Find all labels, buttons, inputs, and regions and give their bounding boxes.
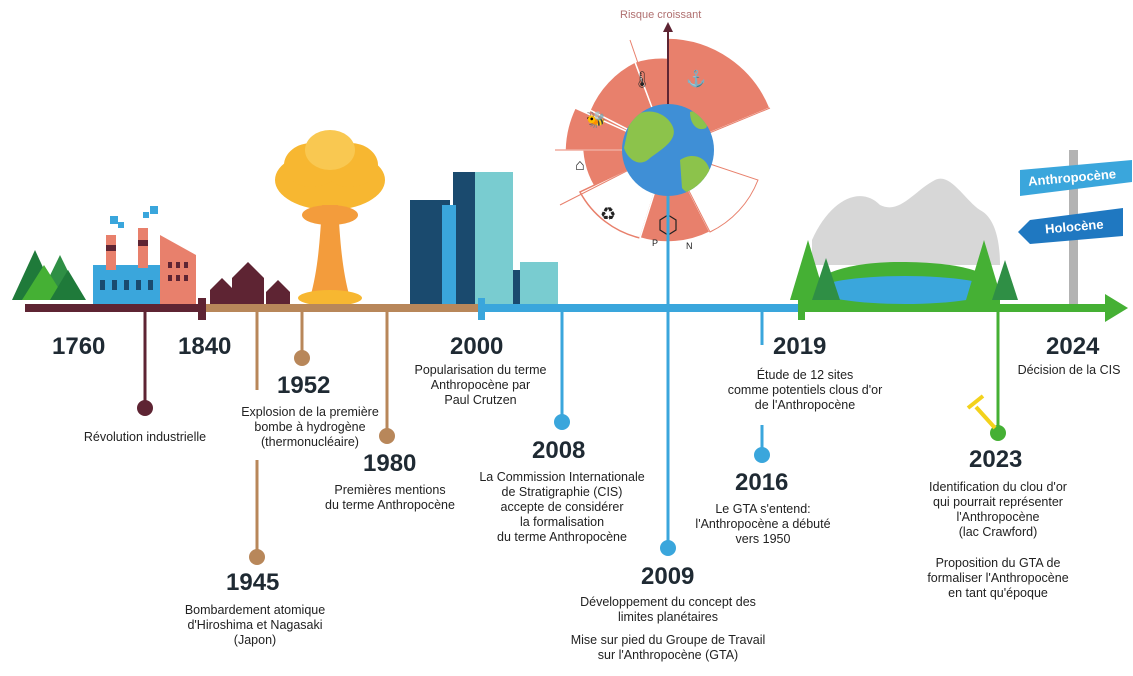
- year-2008: 2008: [532, 437, 586, 464]
- signpost: [1018, 150, 1132, 308]
- factory: [93, 206, 196, 305]
- ocean-icon: ⚓: [686, 69, 706, 88]
- year-1945: 1945: [226, 569, 280, 596]
- caption-2024: Décision de la CIS: [1017, 363, 1121, 377]
- year-1980: 1980: [363, 450, 417, 477]
- svg-text:N: N: [686, 241, 693, 251]
- city: [410, 172, 558, 305]
- anthropocene-sign: [1020, 160, 1132, 196]
- caption-2023: Identification du clou d'or qui pourrait…: [929, 480, 1067, 539]
- timeline-axis: [25, 294, 1128, 322]
- water-cycle-icon: ♻: [600, 204, 616, 224]
- stump-icon: ⌂: [575, 157, 585, 174]
- marker-dot-1760: [137, 400, 153, 416]
- houses: [210, 262, 290, 305]
- caption-2008: La Commission Internationale de Stratigr…: [479, 470, 645, 544]
- lake-scene: [805, 262, 1000, 305]
- year-1952: 1952: [277, 372, 331, 399]
- risk-wedge: [639, 148, 712, 243]
- marker-dot-2023: [990, 425, 1006, 441]
- caption-2009-b: Mise sur pied du Groupe de Travail sur l…: [570, 633, 766, 662]
- caption-2019: Étude de 12 sites comme potentiels clous…: [727, 368, 883, 412]
- marker-dot-1980: [379, 428, 395, 444]
- thermometer-icon: 🌡: [632, 71, 652, 89]
- caption-1760: Révolution industrielle: [83, 430, 207, 444]
- year-2019: 2019: [773, 333, 827, 360]
- marker-dot-2008: [554, 414, 570, 430]
- svg-text:P: P: [652, 238, 658, 248]
- caption-1952: Explosion de la première bombe à hydrogè…: [241, 405, 379, 449]
- year-2009: 2009: [641, 563, 695, 590]
- holocene-sign: [1018, 208, 1123, 244]
- planetary-boundaries-diagram: 🌡 🐝 ⚓ ⌂ ♻ P N: [555, 22, 771, 251]
- caption-2000: Popularisation du terme Anthropocène par…: [414, 363, 547, 407]
- year-1840: 1840: [178, 333, 232, 360]
- marker-dot-1952: [294, 350, 310, 366]
- risk-arrow-head: [663, 22, 673, 32]
- forest-left: [12, 250, 86, 300]
- caption-1980: Premières mentions du terme Anthropocène: [325, 483, 455, 512]
- risk-label: Risque croissant: [620, 9, 702, 21]
- golden-spike-icon: [966, 394, 997, 430]
- year-1760: 1760: [52, 333, 106, 360]
- trees-right: [790, 240, 1018, 300]
- caption-2016: Le GTA s'entend: l'Anthropocène a débuté…: [695, 502, 831, 546]
- year-2024: 2024: [1046, 333, 1100, 360]
- caption-2009: Développement du concept des limites pla…: [580, 595, 756, 624]
- year-2023: 2023: [969, 446, 1023, 473]
- marker-dot-1945: [249, 549, 265, 565]
- mountains: [812, 178, 1000, 265]
- year-2016: 2016: [735, 469, 789, 496]
- marker-dot-2009: [660, 540, 676, 556]
- event-markers: [137, 196, 1006, 565]
- biodiversity-icon: 🐝: [586, 111, 606, 129]
- caption-2023-b: Proposition du GTA de formaliser l'Anthr…: [927, 556, 1069, 600]
- timeline-arrow-head: [1105, 294, 1128, 322]
- year-2000: 2000: [450, 333, 504, 360]
- globe-land: [624, 111, 674, 163]
- caption-1945: Bombardement atomique d'Hiroshima et Nag…: [184, 603, 326, 647]
- mushroom-cloud: [275, 130, 385, 306]
- marker-dot-2016: [754, 447, 770, 463]
